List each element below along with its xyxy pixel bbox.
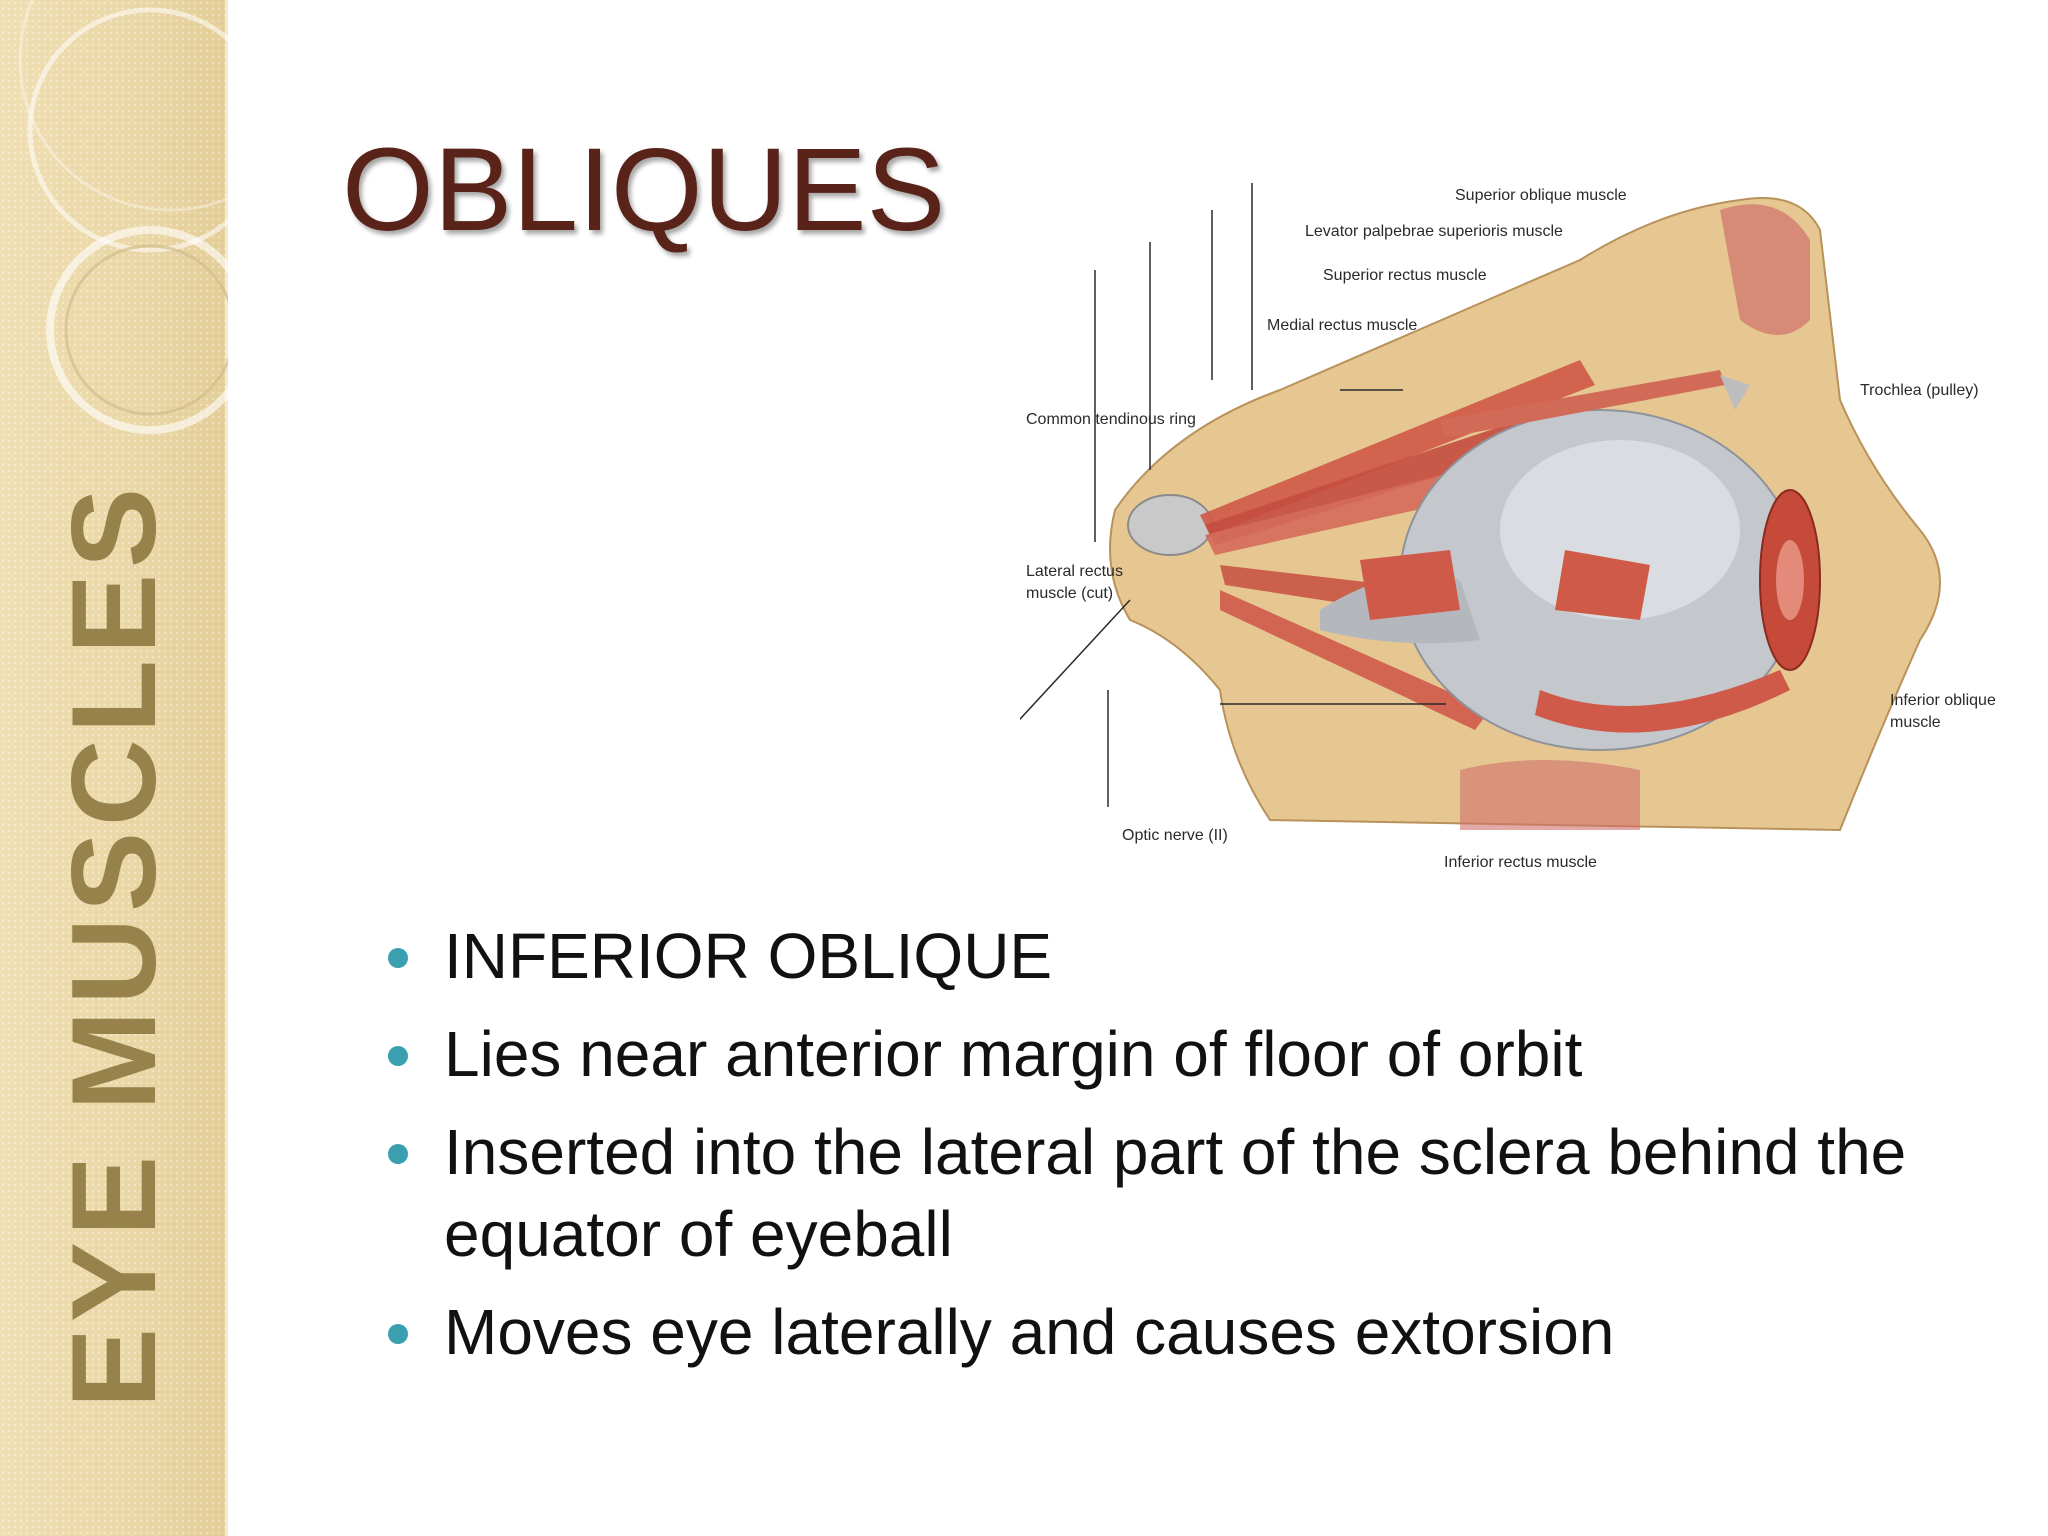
bullet-dot-icon: [388, 1046, 408, 1066]
bullet-dot-icon: [388, 1324, 408, 1344]
label-optic-nerve: Optic nerve (II): [1122, 827, 1228, 844]
bullet-dot-icon: [388, 1144, 408, 1164]
label-lateral-rectus-2: muscle (cut): [1026, 585, 1113, 602]
label-inferior-rectus: Inferior rectus muscle: [1444, 854, 1597, 871]
label-medial-rectus: Medial rectus muscle: [1267, 317, 1417, 334]
label-superior-rectus: Superior rectus muscle: [1323, 267, 1487, 284]
decorative-circles: [18, 0, 228, 434]
bullet-item: Lies near anterior margin of floor of or…: [384, 1013, 2004, 1095]
label-common-ring: Common tendinous ring: [1026, 411, 1196, 428]
figure-labels: Superior oblique muscle Levator palpebra…: [1026, 187, 1996, 871]
bullet-text: INFERIOR OBLIQUE: [444, 920, 1053, 992]
slide-title: OBLIQUES: [342, 124, 946, 256]
label-lateral-rectus-1: Lateral rectus: [1026, 563, 1123, 580]
bullet-item: Inserted into the lateral part of the sc…: [384, 1111, 2004, 1275]
side-band: EYE MUSCLES: [0, 0, 228, 1536]
bullet-dot-icon: [388, 948, 408, 968]
label-inferior-oblique-2: muscle: [1890, 714, 1941, 731]
label-inferior-oblique-1: Inferior oblique: [1890, 692, 1996, 709]
bullet-item: Moves eye laterally and causes extorsion: [384, 1291, 2004, 1373]
bullet-text: Inserted into the lateral part of the sc…: [444, 1116, 1907, 1270]
label-trochlea: Trochlea (pulley): [1860, 382, 1979, 399]
side-title: EYE MUSCLES: [47, 481, 181, 1409]
bullet-text: Lies near anterior margin of floor of or…: [444, 1018, 1583, 1090]
orbit-illustration: [1020, 183, 1941, 832]
orbit-anatomy-figure: Superior oblique muscle Levator palpebra…: [1020, 170, 2048, 910]
bullet-item: INFERIOR OBLIQUE: [384, 915, 2004, 997]
label-superior-oblique: Superior oblique muscle: [1455, 187, 1627, 204]
bullet-text: Moves eye laterally and causes extorsion: [444, 1296, 1615, 1368]
label-levator: Levator palpebrae superioris muscle: [1305, 223, 1563, 240]
bullet-list: INFERIOR OBLIQUE Lies near anterior marg…: [384, 915, 1984, 1389]
